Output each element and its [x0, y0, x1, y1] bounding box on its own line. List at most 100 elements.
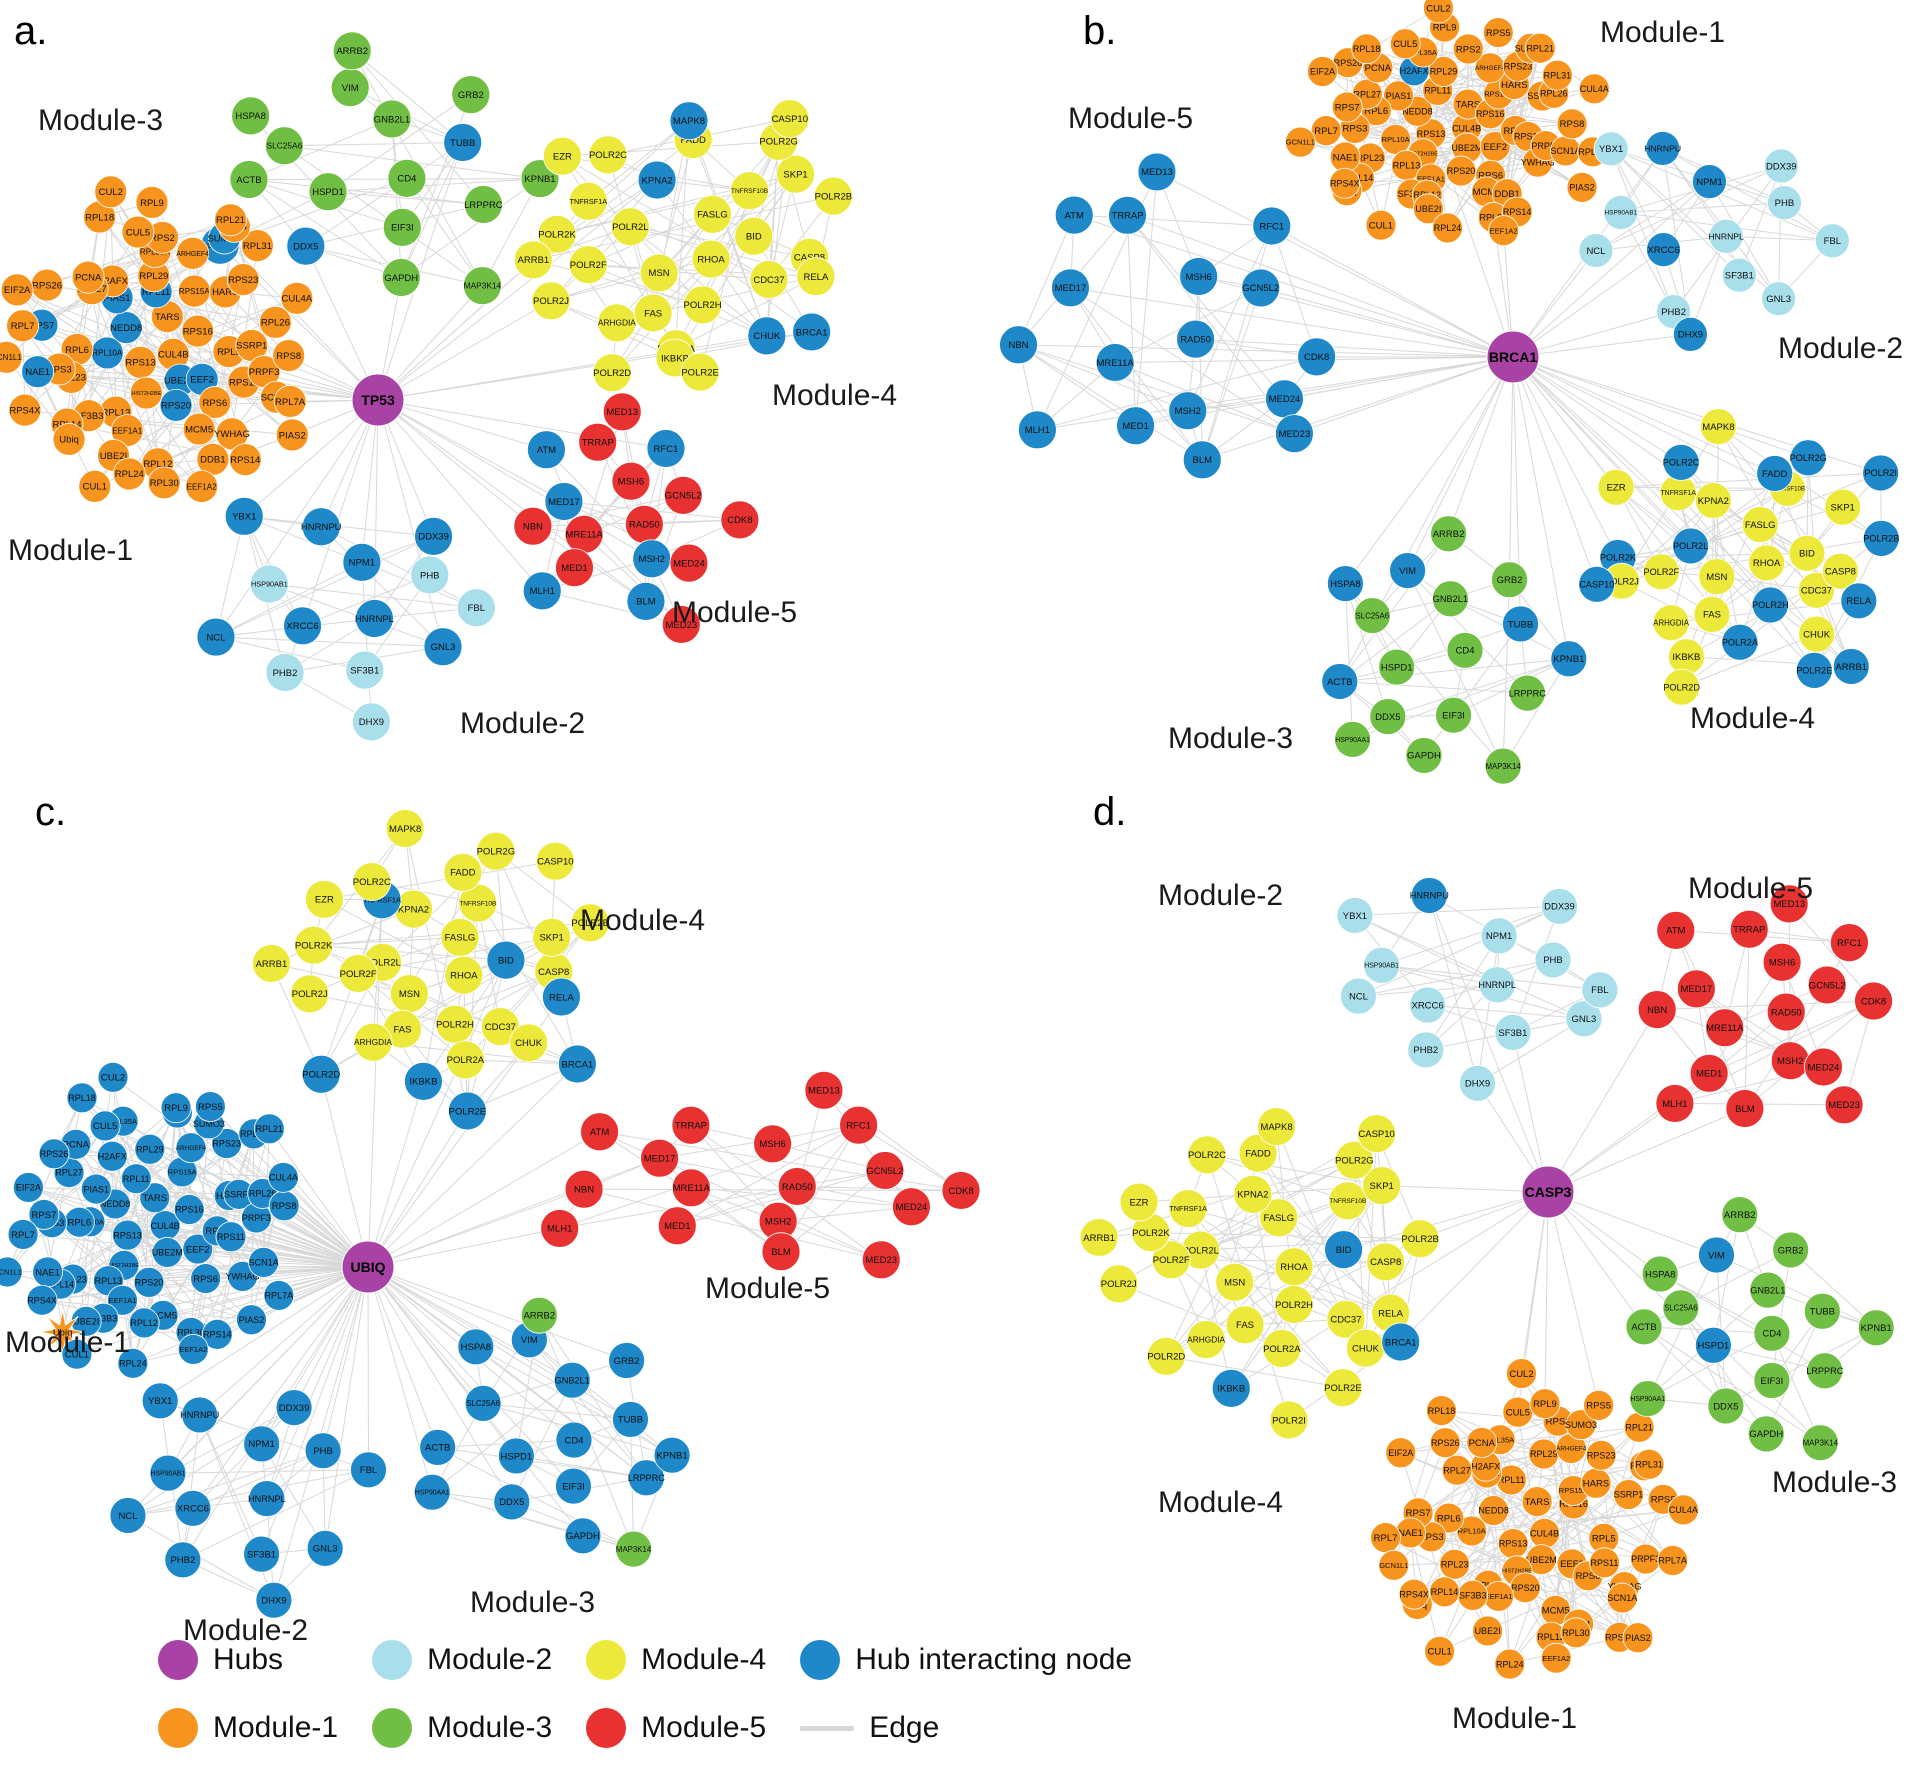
node-PRPF3[interactable]: PRPF3 — [1630, 1543, 1662, 1575]
node-POLR2G[interactable]: POLR2G — [1790, 439, 1827, 477]
node-ARHGDIA[interactable]: ARHGDIA — [597, 303, 636, 343]
node-HSP90AA1[interactable]: HSP90AA1 — [1629, 1380, 1667, 1418]
node-MAPK8[interactable]: MAPK8 — [1257, 1107, 1296, 1146]
node-IKBKB[interactable]: IKBKB — [1211, 1368, 1251, 1408]
node-FASLG[interactable]: FASLG — [1741, 506, 1779, 543]
node-POLR2H[interactable]: POLR2H — [1274, 1285, 1314, 1324]
node-CDC37[interactable]: CDC37 — [749, 260, 789, 299]
node-KPNB1[interactable]: KPNB1 — [1550, 640, 1588, 678]
node-HSP90AB1[interactable]: HSP90AB1 — [1603, 195, 1639, 230]
node-YBX1[interactable]: YBX1 — [224, 496, 264, 536]
node-CHUK[interactable]: CHUK — [747, 316, 787, 356]
node-POLR2E[interactable]: POLR2E — [1323, 1368, 1363, 1408]
node-HARS[interactable]: HARS — [1580, 1467, 1612, 1499]
node-NPM1[interactable]: NPM1 — [1692, 164, 1727, 200]
node-RHOA[interactable]: RHOA — [444, 955, 484, 995]
node-POLR2E[interactable]: POLR2E — [680, 352, 720, 392]
node-CUL4B[interactable]: CUL4B — [1529, 1517, 1560, 1549]
node-FBL[interactable]: FBL — [1815, 223, 1850, 259]
node-RFC1[interactable]: RFC1 — [646, 429, 686, 468]
node-BLM[interactable]: BLM — [1725, 1089, 1765, 1128]
node-RPL30[interactable]: RPL30 — [147, 466, 181, 500]
node-RPL21[interactable]: RPL21 — [214, 203, 247, 237]
node-SF3B1[interactable]: SF3B1 — [345, 650, 385, 690]
node-YBX1[interactable]: YBX1 — [1593, 131, 1629, 167]
node-CUL2[interactable]: CUL2 — [1506, 1358, 1537, 1389]
node-POLR2D[interactable]: POLR2D — [301, 1054, 341, 1094]
node-MED1[interactable]: MED1 — [1689, 1053, 1729, 1093]
node-POLR2D[interactable]: POLR2D — [1146, 1336, 1186, 1376]
node-TRRAP[interactable]: TRRAP — [1729, 909, 1769, 949]
node-EIF3I[interactable]: EIF3I — [555, 1467, 592, 1505]
node-MSH6[interactable]: MSH6 — [611, 461, 651, 501]
node-RPS6[interactable]: RPS6 — [190, 1263, 222, 1294]
node-RPL18[interactable]: RPL18 — [1426, 1395, 1457, 1427]
node-PHB[interactable]: PHB — [1767, 185, 1802, 221]
node-DDX5[interactable]: DDX5 — [286, 226, 326, 266]
node-BID[interactable]: BID — [1324, 1230, 1364, 1270]
node-EEF1A2[interactable]: EEF1A2 — [177, 1334, 209, 1365]
node-GAPDH[interactable]: GAPDH — [381, 258, 421, 297]
node-RPS20[interactable]: RPS20 — [1509, 1572, 1541, 1604]
node-IKBKB[interactable]: IKBKB — [404, 1061, 443, 1101]
node-EIF2A[interactable]: EIF2A — [13, 1172, 44, 1203]
node-MSN[interactable]: MSN — [1215, 1262, 1255, 1302]
node-EIF3I[interactable]: EIF3I — [1753, 1362, 1791, 1399]
node-MED24[interactable]: MED24 — [1804, 1047, 1843, 1087]
node-CDK8[interactable]: CDK8 — [720, 500, 760, 540]
node-PIAS2[interactable]: PIAS2 — [1622, 1622, 1654, 1654]
node-EZR[interactable]: EZR — [1119, 1182, 1159, 1222]
node-MAPK8[interactable]: MAPK8 — [385, 809, 425, 848]
node-LRPPRC[interactable]: LRPPRC — [464, 185, 503, 224]
node-RHOA[interactable]: RHOA — [1274, 1247, 1314, 1287]
node-RPL9[interactable]: RPL9 — [1529, 1388, 1561, 1420]
node-POLR2G[interactable]: POLR2G — [476, 831, 516, 871]
node-PHB[interactable]: PHB — [410, 555, 450, 595]
node-MLH1[interactable]: MLH1 — [1655, 1084, 1695, 1123]
node-POLR2A[interactable]: POLR2A — [1262, 1329, 1301, 1368]
node-SLC25A6[interactable]: SLC25A6 — [464, 1384, 502, 1422]
node-POLR2H[interactable]: POLR2H — [683, 285, 722, 325]
node-MLH1[interactable]: MLH1 — [522, 571, 562, 611]
node-RPL7A[interactable]: RPL7A — [1657, 1545, 1689, 1576]
node-RPS26[interactable]: RPS26 — [30, 268, 64, 302]
node-RPL24[interactable]: RPL24 — [112, 457, 146, 491]
node-PIAS2[interactable]: PIAS2 — [1566, 171, 1598, 203]
node-NAE1[interactable]: NAE1 — [1329, 141, 1361, 173]
node-BID[interactable]: BID — [734, 216, 774, 256]
node-POLR2I[interactable]: POLR2I — [1862, 454, 1900, 492]
node-TNFRSF10B[interactable]: TNFRSF10B — [730, 171, 769, 211]
node-EEF1A2[interactable]: EEF1A2 — [185, 470, 219, 503]
node-CASP10[interactable]: CASP10 — [1578, 565, 1616, 603]
node-CHUK[interactable]: CHUK — [1798, 615, 1836, 653]
node-VIM[interactable]: VIM — [1389, 552, 1427, 589]
node-POLR2B[interactable]: POLR2B — [1400, 1219, 1440, 1259]
node-MED23[interactable]: MED23 — [1274, 414, 1314, 454]
node-MLH1[interactable]: MLH1 — [540, 1209, 580, 1248]
node-EEF1A2[interactable]: EEF1A2 — [1488, 215, 1520, 247]
node-SLC25A6[interactable]: SLC25A6 — [1353, 597, 1391, 634]
hub-UBIQ[interactable]: UBIQ — [341, 1240, 395, 1294]
node-RPS26[interactable]: RPS26 — [38, 1138, 70, 1170]
node-RPL9[interactable]: RPL9 — [135, 186, 169, 219]
node-RFC1[interactable]: RFC1 — [1830, 923, 1869, 963]
node-BRCA1[interactable]: BRCA1 — [557, 1044, 597, 1084]
node-MED24[interactable]: MED24 — [892, 1187, 931, 1227]
node-LRPPRC[interactable]: LRPPRC — [1509, 674, 1547, 712]
node-MED24[interactable]: MED24 — [669, 543, 709, 583]
node-CDK8[interactable]: CDK8 — [941, 1171, 981, 1210]
node-ARHGDIA[interactable]: ARHGDIA — [353, 1022, 392, 1062]
node-SCN1A[interactable]: SCN1A — [248, 1246, 279, 1278]
node-EIF3I[interactable]: EIF3I — [1435, 696, 1472, 734]
node-RPL7[interactable]: RPL7 — [6, 309, 39, 343]
node-HSPD1[interactable]: HSPD1 — [308, 172, 348, 212]
node-VIM[interactable]: VIM — [330, 68, 370, 107]
node-RPL26[interactable]: RPL26 — [258, 305, 292, 339]
node-RPL7A[interactable]: RPL7A — [263, 1280, 295, 1311]
node-PHB2[interactable]: PHB2 — [1407, 1031, 1445, 1069]
node-POLR2C[interactable]: POLR2C — [588, 135, 628, 175]
node-BLM[interactable]: BLM — [626, 581, 666, 621]
node-PCNA[interactable]: PCNA — [71, 260, 105, 294]
node-NCL[interactable]: NCL — [1340, 977, 1377, 1015]
node-GNB2L1[interactable]: GNB2L1 — [1749, 1271, 1787, 1309]
